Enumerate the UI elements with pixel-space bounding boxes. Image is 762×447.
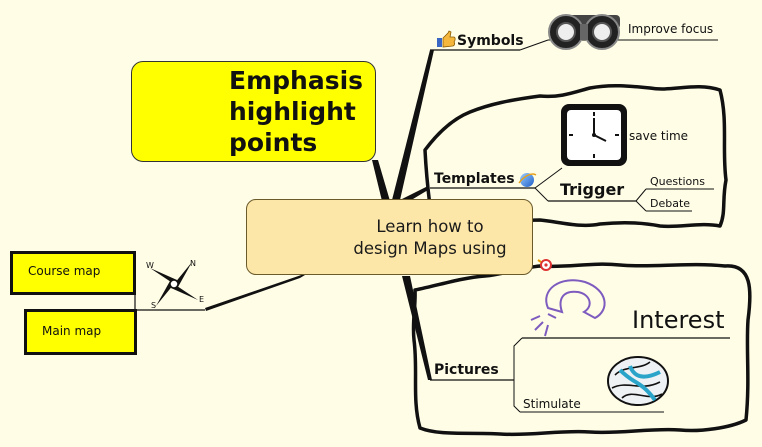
questions-label[interactable]: Questions	[650, 175, 705, 188]
main-map-label: Main map	[42, 324, 102, 338]
emphasis-line2: highlight	[229, 97, 356, 126]
pictures-fork	[513, 337, 523, 413]
central-topic-line1: Learn how to	[376, 217, 484, 236]
debate-label[interactable]: Debate	[650, 197, 691, 210]
magnet-icon	[530, 279, 606, 337]
central-topic[interactable]: Learn how to design Maps using	[246, 199, 533, 275]
branch-links	[205, 272, 310, 311]
central-topic-line2: design Maps using	[353, 239, 507, 258]
branch-templates	[400, 186, 428, 202]
interest-label[interactable]: Interest	[632, 306, 725, 334]
trigger-connector	[534, 187, 549, 202]
templates-label[interactable]: Templates	[434, 171, 515, 187]
binoculars-icon	[548, 14, 620, 50]
links-lines	[134, 290, 205, 338]
course-map-label: Course map	[28, 264, 101, 278]
emphasis-line1: Emphasis	[229, 66, 364, 95]
compass-icon: N W S E	[146, 259, 204, 310]
stimulate-label[interactable]: Stimulate	[523, 397, 581, 411]
ie-icon-templates	[518, 173, 537, 187]
svg-text:S: S	[151, 301, 156, 310]
svg-text:N: N	[190, 259, 196, 268]
save-time-label[interactable]: save time	[629, 129, 689, 143]
svg-text:W: W	[146, 261, 154, 270]
thumbs-up-icon	[437, 30, 456, 48]
svg-text:E: E	[199, 295, 204, 304]
brain-icon	[607, 356, 669, 406]
main-map-link[interactable]: Main map	[24, 309, 137, 355]
target-icon	[537, 259, 552, 271]
clock-icon	[561, 104, 627, 166]
trigger-split	[635, 188, 647, 212]
trigger-label[interactable]: Trigger	[560, 180, 625, 199]
save-time-line	[534, 167, 563, 189]
pictures-label[interactable]: Pictures	[434, 362, 499, 378]
branch-pictures	[402, 276, 432, 380]
symbols-label[interactable]: Symbols	[457, 33, 524, 49]
course-map-link[interactable]: Course map	[10, 251, 136, 295]
branch-symbols	[392, 50, 434, 200]
improve-focus-line	[519, 39, 549, 51]
improve-focus-label[interactable]: Improve focus	[628, 22, 714, 36]
pictures-boundary	[411, 262, 752, 437]
branch-emphasis	[372, 160, 390, 201]
emphasis-topic[interactable]: Emphasis highlight points	[131, 61, 376, 162]
emphasis-line3: points	[229, 128, 318, 157]
